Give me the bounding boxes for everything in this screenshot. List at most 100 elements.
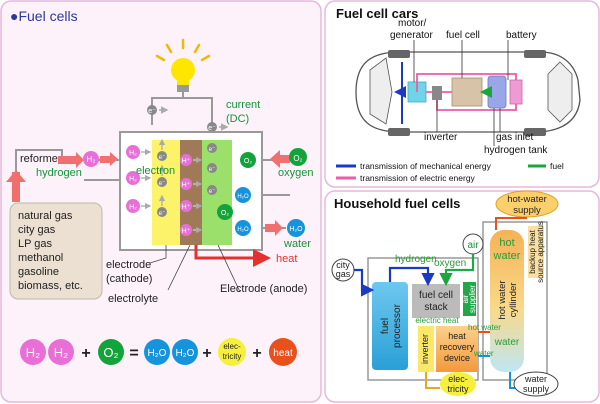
water-label-cylinder: water: [494, 337, 520, 348]
panel-title-household: Household fuel cells: [334, 196, 460, 211]
svg-text:source apparatus: source apparatus: [536, 221, 545, 283]
battery-box: [509, 79, 523, 105]
electrolyte-label: electrolyte: [108, 293, 158, 305]
svg-text:+: +: [252, 345, 261, 362]
svg-text:city: city: [336, 260, 350, 270]
backup-heat-source: [528, 226, 544, 278]
svg-text:H₂: H₂: [129, 204, 137, 211]
svg-text:H₂: H₂: [54, 345, 68, 360]
svg-text:tricity: tricity: [448, 384, 469, 394]
hydrogen-label-house: hydrogen: [395, 254, 437, 265]
hydrogen-ions: H⁺ H⁺ H⁺ H⁺: [180, 154, 192, 236]
svg-text:recovery: recovery: [440, 342, 475, 352]
hydrogen-label: hydrogen: [36, 167, 82, 179]
svg-text:cyllinder: cyllinder: [508, 283, 519, 318]
svg-text:e⁻: e⁻: [208, 125, 216, 132]
svg-text:inverter: inverter: [420, 334, 430, 364]
svg-text:H⁺: H⁺: [182, 181, 191, 189]
svg-text:supply: supply: [513, 205, 541, 216]
fuel-cell-box: [451, 77, 483, 107]
svg-text:e⁻: e⁻: [159, 155, 166, 161]
svg-text:e⁻: e⁻: [159, 211, 166, 217]
svg-text:elec-: elec-: [223, 342, 241, 351]
heat-recovery-box: [436, 326, 478, 372]
svg-text:gas: gas: [336, 269, 351, 279]
electric-heat-label: electric heat: [415, 316, 459, 325]
oxygen-label-house: oxygen: [434, 258, 466, 269]
electron-label: electron: [136, 165, 175, 177]
svg-text:elec-: elec-: [448, 374, 468, 384]
svg-text:H⁺: H⁺: [182, 157, 191, 165]
svg-text:e⁻: e⁻: [209, 167, 216, 173]
electrolyte-layer: [180, 140, 202, 245]
svg-text:supplier: supplier: [468, 285, 477, 313]
hydrogen-tank-box: [487, 75, 507, 109]
svg-text:processor: processor: [392, 303, 403, 348]
fuel-item-6: biomass, etc.: [18, 280, 83, 292]
svg-text:+: +: [202, 345, 211, 362]
air-supplier-box: [463, 282, 476, 316]
anode-layer: [202, 140, 232, 245]
svg-text:H₂O: H₂O: [148, 348, 167, 359]
reaction-equation: H₂ H₂ + O₂ = H₂O H₂O + elec- tricity + h…: [20, 338, 297, 366]
svg-text:water: water: [524, 374, 547, 384]
fuel-item-1: natural gas: [18, 210, 73, 222]
svg-text:e⁻: e⁻: [159, 181, 166, 187]
heat-label: heat: [276, 253, 297, 265]
svg-text:hot-water: hot-water: [507, 194, 547, 205]
svg-text:air: air: [467, 240, 479, 251]
svg-text:stack: stack: [424, 302, 448, 313]
svg-text:H₂O: H₂O: [289, 226, 303, 233]
fuel-cell-stack-box: [412, 284, 460, 318]
legend-mechanical: transmission of mechanical energy: [360, 161, 492, 171]
household-fuel-cells-panel: Household fuel cells hot-water supply ai…: [324, 190, 600, 403]
o2-molecule-input: O₂: [289, 148, 307, 166]
electron-wire-right: e⁻: [207, 122, 229, 132]
hydrogen-tank-label: hydrogen tank: [484, 145, 548, 156]
inverter-box: [432, 86, 442, 100]
svg-text:hot: hot: [499, 237, 514, 249]
svg-text:H₂O: H₂O: [176, 348, 195, 359]
svg-text:H₂: H₂: [87, 155, 96, 164]
svg-text:O₂: O₂: [221, 210, 229, 217]
fuel-processor-box: [372, 282, 408, 370]
electrode-cathode-label-2: (cathode): [106, 273, 152, 285]
svg-text:e⁻: e⁻: [209, 147, 216, 153]
electron-wire-left: e⁻: [147, 105, 169, 115]
o2-molecules-cell: O₂ O₂: [217, 152, 256, 220]
svg-text:H₂O: H₂O: [237, 194, 249, 200]
svg-text:O₂: O₂: [244, 158, 252, 165]
fuel-cell-label: fuel cell: [446, 30, 480, 41]
fuel-item-3: LP gas: [18, 238, 53, 250]
svg-text:H⁺: H⁺: [182, 227, 191, 235]
fuel-item-4: methanol: [18, 252, 63, 264]
svg-text:+: +: [81, 345, 90, 362]
fuel-cells-panel: ●Fuel cells e⁻ e⁻ current (DC): [0, 0, 322, 403]
h2o-molecules-cell: H₂O H₂O: [235, 187, 251, 236]
svg-text:backup heat: backup heat: [528, 229, 537, 273]
svg-text:tricity: tricity: [223, 352, 242, 361]
hot-water-label-house: hot water: [468, 323, 501, 332]
electricity-badge: [440, 372, 476, 396]
svg-text:H₂O: H₂O: [237, 227, 249, 233]
lightbulb-icon: [155, 38, 211, 92]
svg-text:heat: heat: [273, 348, 293, 359]
svg-text:supply: supply: [523, 384, 550, 394]
water-supply-badge: [513, 371, 559, 397]
panel-title-cars: Fuel cell cars: [336, 6, 418, 21]
svg-text:fuel: fuel: [380, 318, 391, 334]
svg-text:device: device: [444, 353, 470, 363]
svg-text:heat: heat: [448, 331, 466, 341]
h2-molecule-reformer: H₂: [83, 151, 99, 167]
panel-title-fuel-cells: ●Fuel cells: [10, 8, 78, 24]
legend-electric: transmission of electric energy: [360, 173, 476, 183]
hot-water-cylinder: [490, 230, 524, 372]
reformer-label: reformer: [20, 153, 62, 165]
motor-label-2: generator: [390, 30, 433, 41]
h2-molecules-cell: H₂ H₂ H₂: [126, 145, 140, 213]
fuel-cell-cars-panel: Fuel cell cars motor/ generator fu: [324, 0, 600, 188]
svg-text:e⁻: e⁻: [209, 189, 216, 195]
motor-label-1: motor/: [398, 18, 427, 29]
fuel-item-5: gasoline: [18, 266, 59, 278]
svg-text:H⁺: H⁺: [182, 203, 191, 211]
